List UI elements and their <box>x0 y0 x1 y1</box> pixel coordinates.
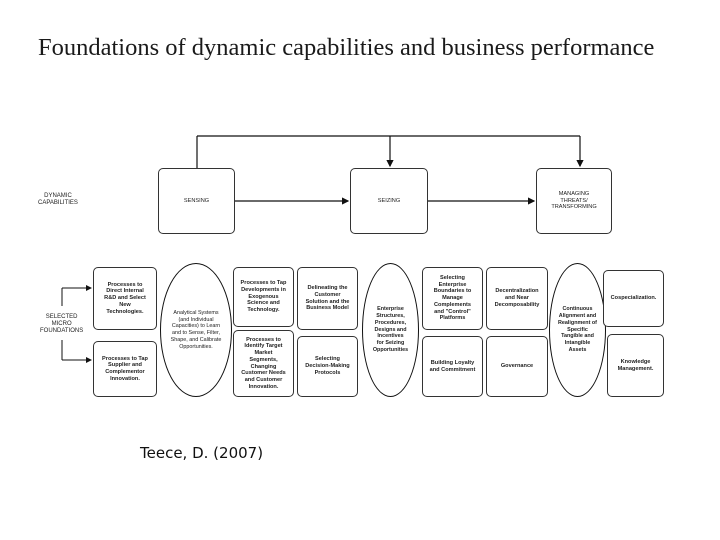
selected-micro-foundations-label: SELECTED MICRO FOUNDATIONS <box>40 314 84 335</box>
continuous-alignment-text: Continuous Alignment and Realignment of … <box>558 306 597 353</box>
dynamic-capabilities-label: DYNAMIC CAPABILITIES <box>38 193 78 207</box>
governance-text: Governance <box>500 363 534 370</box>
governance-box: Governance <box>486 336 548 397</box>
sensing-box: SENSING <box>158 168 235 234</box>
direct-rd-box: Processes to Direct Internal R&D and Sel… <box>93 267 157 330</box>
identify-target-text: Processes to Identify Target Market Segm… <box>241 336 286 390</box>
micro-bracket <box>61 285 92 363</box>
managing-box: MANAGING THREATS/ TRANSFORMING <box>536 168 612 234</box>
cospecialization-box: Cospecialization. <box>603 270 664 327</box>
decentralization-box: Decentralization and Near Decomposabilit… <box>486 267 548 330</box>
seizing-label: SEIZING <box>377 197 401 204</box>
boundaries-box: Selecting Enterprise Boundaries to Manag… <box>422 267 483 330</box>
tap-supplier-text: Processes to Tap Supplier and Complement… <box>102 355 148 382</box>
direct-rd-text: Processes to Direct Internal R&D and Sel… <box>104 281 146 315</box>
analytical-systems-oval: Analytical Systems (and Individual Capac… <box>160 263 232 397</box>
continuous-alignment-oval: Continuous Alignment and Realignment of … <box>549 263 606 397</box>
seizing-box: SEIZING <box>350 168 428 234</box>
loyalty-box: Building Loyalty and Commitment <box>422 336 483 397</box>
tap-science-text: Processes to Tap Developments in Exogeno… <box>240 280 287 314</box>
enterprise-structures-oval: Enterprise Structures, Procedures, Desig… <box>362 263 419 397</box>
feedback-loop <box>196 135 584 168</box>
loyalty-text: Building Loyalty and Commitment <box>429 359 476 373</box>
managing-label: MANAGING THREATS/ TRANSFORMING <box>551 190 597 211</box>
analytical-systems-text: Analytical Systems (and Individual Capac… <box>170 309 222 350</box>
sensing-label: SENSING <box>183 197 210 204</box>
identify-target-box: Processes to Identify Target Market Segm… <box>233 330 294 397</box>
tap-supplier-box: Processes to Tap Supplier and Complement… <box>93 341 157 397</box>
knowledge-management-box: Knowledge Management. <box>607 334 664 397</box>
tap-science-box: Processes to Tap Developments in Exogeno… <box>233 267 294 327</box>
boundaries-text: Selecting Enterprise Boundaries to Manag… <box>433 275 472 322</box>
citation: Teece, D. (2007) <box>140 444 264 462</box>
decision-making-box: Selecting Decision-Making Protocols <box>297 336 358 397</box>
knowledge-management-text: Knowledge Management. <box>617 358 654 372</box>
cospecialization-text: Cospecialization. <box>610 295 657 302</box>
page-title: Foundations of dynamic capabilities and … <box>38 34 655 61</box>
decision-making-text: Selecting Decision-Making Protocols <box>305 356 350 376</box>
enterprise-structures-text: Enterprise Structures, Procedures, Desig… <box>372 306 409 353</box>
delineating-text: Delineating the Customer Solution and th… <box>305 285 350 312</box>
delineating-box: Delineating the Customer Solution and th… <box>297 267 358 330</box>
decentralization-text: Decentralization and Near Decomposabilit… <box>494 288 540 308</box>
